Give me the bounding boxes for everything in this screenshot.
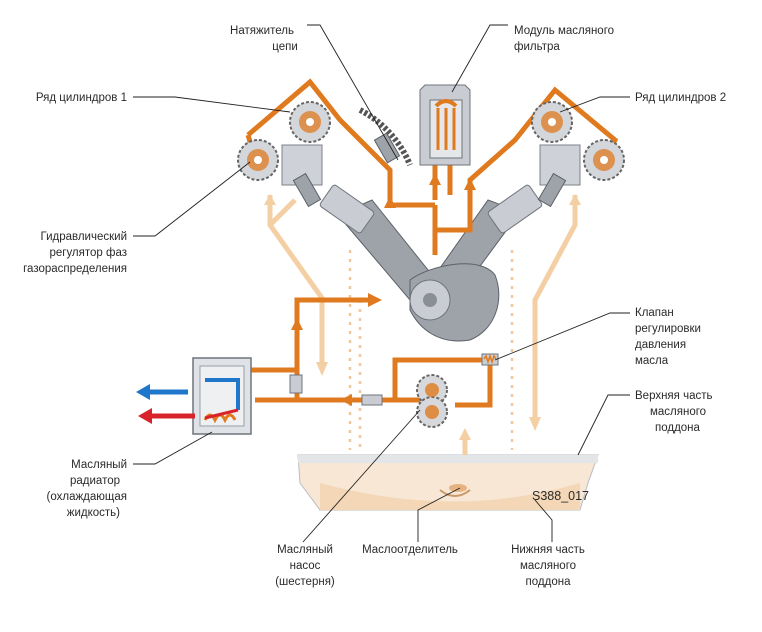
label-line: Гидравлический [40, 231, 127, 243]
label-line: (охлаждающая [47, 491, 127, 503]
label-line: цепи [272, 41, 298, 53]
svg-text:Ряд цилиндров 2: Ряд цилиндров 2 [635, 92, 726, 104]
label-oil-pump: Масляный насос (шестерня) [275, 544, 335, 588]
oil-cooler [192, 357, 252, 435]
label-line: Масляный [71, 459, 127, 471]
label-lower-oil-sump: Нижняя часть масляного поддона [511, 544, 585, 588]
label-line: регулятор фаз [49, 247, 127, 259]
label-line: насос [290, 560, 321, 572]
label-line: поддона [526, 576, 572, 588]
label-line: радиатор [70, 475, 120, 487]
crank-assembly [319, 184, 543, 342]
label-line: Клапан [635, 307, 674, 319]
label-line: Верхняя часть [635, 390, 712, 402]
oil-filter-module [419, 84, 471, 166]
camshaft-sprockets-bank-1 [237, 101, 331, 208]
label-line: Натяжитель [230, 25, 294, 37]
label-oil-separator: Маслоотделитель [362, 544, 458, 556]
label-line: Ряд цилиндров 2 [635, 92, 726, 104]
label-pressure-relief-valve: Клапан регулировки давления масла [635, 307, 701, 367]
label-line: жидкость) [67, 507, 120, 519]
label-cylinder-bank-2: Ряд цилиндров 2 [635, 92, 726, 104]
relief-valve [481, 353, 499, 366]
label-line: регулировки [635, 323, 701, 335]
svg-text:Ряд цилиндров 1: Ряд цилиндров 1 [36, 92, 127, 104]
label-upper-oil-sump: Верхняя часть масляного поддона [635, 390, 712, 434]
label-hydraulic-cam-adjuster: Гидравлический регулятор фаз газораспредел… [23, 231, 127, 275]
chain-tensioner [358, 107, 413, 167]
label-line: Нижняя часть [511, 544, 585, 556]
return-oil-lines [264, 194, 581, 455]
svg-text:Маслоотделитель: Маслоотделитель [362, 544, 458, 556]
label-line: масляного [650, 406, 706, 418]
label-line: Масляный [277, 544, 333, 556]
label-oil-cooler: Масляный радиатор (охлаждающая жидкость) [47, 459, 127, 519]
label-line: фильтра [514, 41, 560, 53]
label-chain-tensioner: Натяжитель цепи [230, 25, 298, 53]
check-valve [289, 374, 383, 406]
coolant-out-arrow [138, 408, 195, 424]
label-line: масляного [520, 560, 576, 572]
label-line: давления [635, 339, 686, 351]
label-line: Ряд цилиндров 1 [36, 92, 127, 104]
label-line: поддона [655, 422, 701, 434]
camshaft-sprockets-bank-2 [531, 101, 625, 208]
label-line: масла [635, 355, 669, 367]
coolant-in-arrow [136, 384, 188, 400]
label-line: Модуль масляного [514, 25, 614, 37]
label-line: Маслоотделитель [362, 544, 458, 556]
oil-sump [297, 454, 599, 511]
label-line: газораспределения [23, 263, 127, 275]
label-oil-filter-module: Модуль масляного фильтра [514, 25, 614, 53]
label-cylinder-bank-1: Ряд цилиндров 1 [36, 92, 127, 104]
oil-pump-gears [416, 374, 448, 428]
leader-lines [133, 24, 630, 543]
figure-code: S388_017 [532, 489, 589, 503]
label-line: (шестерня) [275, 576, 335, 588]
